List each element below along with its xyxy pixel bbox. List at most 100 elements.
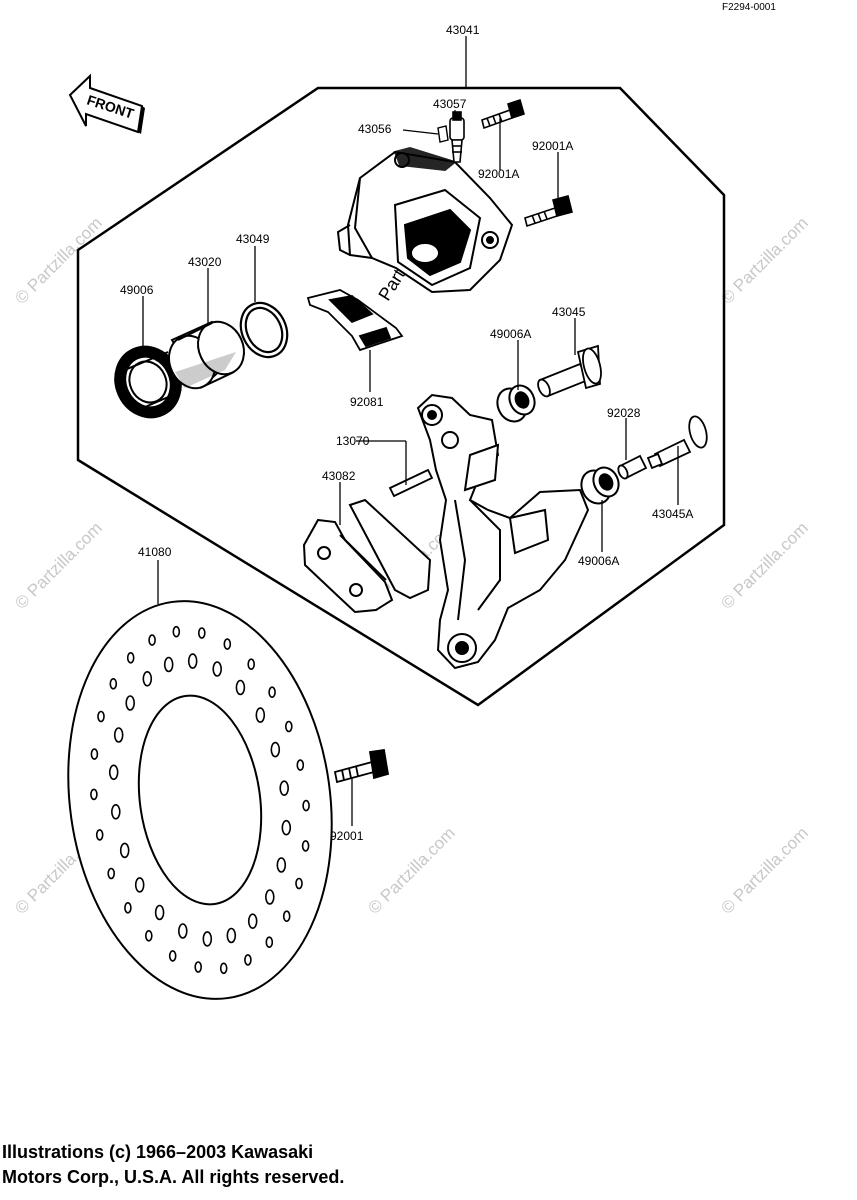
disc-hole bbox=[125, 695, 135, 711]
copyright-line-2: Motors Corp., U.S.A. All rights reserved… bbox=[2, 1167, 345, 1187]
exploded-parts-diagram: © Partzilla.com © Partzilla.com © Partzi… bbox=[11, 23, 812, 1000]
disc-hole bbox=[270, 741, 281, 758]
disc-hole bbox=[163, 656, 174, 673]
piston-seal-43049 bbox=[239, 301, 289, 359]
label-43082: 43082 bbox=[322, 469, 356, 483]
label-43049: 43049 bbox=[236, 232, 270, 246]
leader-lines bbox=[142, 36, 679, 826]
disc-hole bbox=[235, 679, 246, 696]
brake-pads bbox=[302, 498, 432, 614]
label-43020: 43020 bbox=[188, 255, 222, 269]
label-43041: 43041 bbox=[446, 23, 480, 37]
piston-seal-49006 bbox=[114, 345, 182, 419]
disc-vent-holes bbox=[90, 625, 310, 975]
label-92028: 92028 bbox=[607, 406, 641, 420]
disc-hole bbox=[95, 829, 104, 841]
disc-hole bbox=[296, 759, 305, 771]
part-labels: 43041 43057 43056 92001A 92001A 43049 43… bbox=[120, 23, 693, 843]
disc-hole bbox=[145, 929, 153, 942]
disc-hole bbox=[97, 710, 105, 723]
disc-hole bbox=[212, 661, 222, 677]
slide-pin-43045 bbox=[537, 344, 602, 398]
disc-hole bbox=[124, 901, 132, 914]
label-13070: 13070 bbox=[336, 434, 370, 448]
disc-hole bbox=[90, 748, 99, 760]
disc-hole bbox=[295, 877, 303, 890]
label-43045a: 43045A bbox=[652, 507, 693, 521]
disc-hole bbox=[111, 803, 121, 820]
label-49006a-upper: 49006A bbox=[490, 327, 531, 341]
disc-hole bbox=[148, 634, 156, 646]
disc-hole bbox=[281, 819, 292, 836]
brake-disc bbox=[67, 600, 333, 1000]
disc-hole bbox=[154, 904, 165, 921]
bleed-valve bbox=[449, 111, 465, 163]
disc-hole bbox=[279, 780, 290, 797]
disc-hole bbox=[268, 686, 276, 699]
disc-hole bbox=[244, 954, 252, 966]
label-92081: 92081 bbox=[350, 395, 384, 409]
pad-spring bbox=[306, 289, 404, 352]
disc-hole bbox=[202, 931, 213, 947]
boot-49006a-lower bbox=[580, 466, 620, 505]
disc-hole bbox=[284, 720, 293, 733]
disc-hole bbox=[126, 651, 135, 664]
disc-hole bbox=[107, 867, 115, 880]
disc-hole bbox=[194, 961, 202, 973]
label-43056: 43056 bbox=[358, 122, 392, 136]
disc-hole bbox=[264, 889, 275, 905]
label-49006a-lower: 49006A bbox=[578, 554, 619, 568]
disc-hole bbox=[282, 910, 291, 923]
disc-hole bbox=[223, 638, 232, 650]
bolt-92001a-lower bbox=[524, 195, 573, 228]
disc-hole bbox=[178, 923, 188, 939]
watermark: © Partzilla.com bbox=[11, 213, 105, 307]
disc-hole bbox=[108, 764, 119, 781]
disc-hole bbox=[119, 842, 130, 859]
watermark: © Partzilla.com bbox=[717, 823, 811, 917]
disc-hole bbox=[187, 653, 198, 669]
label-43045: 43045 bbox=[552, 305, 586, 319]
label-43057: 43057 bbox=[433, 97, 467, 111]
caliper-assembly-outline bbox=[76, 86, 726, 707]
label-92001a-lower: 92001A bbox=[532, 139, 573, 153]
disc-hole bbox=[113, 727, 124, 743]
label-92001: 92001 bbox=[330, 829, 364, 843]
disc-hole bbox=[265, 936, 274, 949]
label-92001a-upper: 92001A bbox=[478, 167, 519, 181]
disc-hole bbox=[142, 670, 153, 687]
disc-hole bbox=[247, 658, 255, 671]
disc-hole bbox=[302, 799, 310, 812]
watermark: © Partzilla.com bbox=[364, 823, 458, 917]
front-arrow: FRONT bbox=[68, 73, 145, 134]
bleed-cap bbox=[437, 125, 449, 143]
slide-pin-43045a bbox=[646, 415, 708, 470]
label-41080: 41080 bbox=[138, 545, 172, 559]
disc-hole bbox=[226, 927, 237, 944]
disc-hole bbox=[219, 962, 228, 975]
disc-hole bbox=[168, 950, 177, 962]
bolt-92001a-upper bbox=[481, 98, 525, 130]
disc-hole bbox=[90, 788, 98, 801]
disc-hole bbox=[172, 625, 181, 638]
watermark: © Partzilla.com bbox=[717, 518, 811, 612]
disc-hole bbox=[247, 913, 258, 930]
label-49006: 49006 bbox=[120, 283, 154, 297]
disc-hole bbox=[134, 877, 145, 893]
sleeve-92028 bbox=[617, 454, 648, 480]
disc-hole bbox=[109, 677, 118, 690]
disc-hole bbox=[255, 707, 266, 723]
disc-hole bbox=[301, 840, 310, 852]
disc-hole bbox=[198, 627, 206, 639]
piston-43020 bbox=[168, 320, 245, 390]
disc-bolt-92001 bbox=[333, 748, 390, 784]
disc-hole bbox=[276, 857, 287, 873]
watermark: © Partzilla.com bbox=[11, 518, 105, 612]
copyright-line-1: Illustrations (c) 1966–2003 Kawasaki bbox=[2, 1142, 314, 1162]
pad-pin-13070 bbox=[388, 468, 434, 498]
diagram-reference-code: F2294-0001 bbox=[722, 2, 776, 13]
caliper-body bbox=[336, 146, 514, 294]
watermark: © Partzilla.com bbox=[717, 213, 811, 307]
boot-49006a-upper bbox=[496, 384, 536, 423]
caliper-bracket bbox=[416, 393, 590, 670]
